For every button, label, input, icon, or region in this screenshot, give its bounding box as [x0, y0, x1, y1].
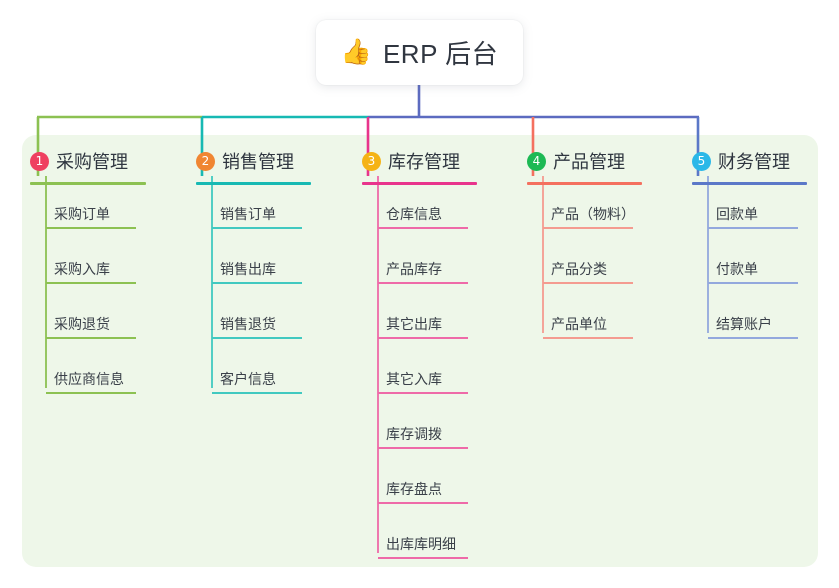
branch-item-underline [378, 392, 468, 394]
branch-item-label: 仓库信息 [386, 206, 442, 222]
branch-item-label: 付款单 [716, 261, 758, 277]
branch-item[interactable]: 库存调拨 [362, 405, 477, 460]
branch-item-label: 其它入库 [386, 371, 442, 387]
branch-item[interactable]: 产品分类 [527, 240, 642, 295]
branch-item[interactable]: 产品单位 [527, 295, 642, 350]
branch-item-underline [378, 337, 468, 339]
branch-header-underline [692, 182, 807, 185]
branch-item-underline [212, 392, 302, 394]
branch-item-label: 出库库明细 [386, 536, 456, 552]
branch-item-underline [46, 282, 136, 284]
branch-item-underline [378, 227, 468, 229]
branch-item-label: 供应商信息 [54, 371, 124, 387]
branch-item-underline [378, 502, 468, 504]
branch-header-underline [527, 182, 642, 185]
branch-item-list: 销售订单销售出库销售退货客户信息 [196, 185, 311, 405]
branch-item-list: 回款单付款单结算账户 [692, 185, 807, 350]
branch-item-underline [212, 337, 302, 339]
branch-title: 财务管理 [718, 152, 790, 172]
branch-number-badge: 5 [692, 151, 711, 171]
branch-item-label: 采购订单 [54, 206, 110, 222]
branch-item[interactable]: 供应商信息 [30, 350, 146, 405]
branch-item-label: 库存盘点 [386, 481, 442, 497]
branch-item[interactable]: 回款单 [692, 185, 807, 240]
root-node-content: 👍 ERP 后台 [341, 34, 498, 71]
branch-header-underline [196, 182, 311, 185]
branch-item-underline [708, 227, 798, 229]
branch-item[interactable]: 销售订单 [196, 185, 311, 240]
branch-item-label: 回款单 [716, 206, 758, 222]
branch-item-list: 采购订单采购入库采购退货供应商信息 [30, 185, 146, 405]
branch-item-label: 产品单位 [551, 316, 607, 332]
branch-item-underline [46, 337, 136, 339]
branch-column-5: 5 财务管理回款单付款单结算账户 [692, 148, 807, 350]
branch-item-label: 采购退货 [54, 316, 110, 332]
branch-item-underline [708, 337, 798, 339]
branch-number-badge: 1 [30, 151, 49, 171]
branch-column-4: 4 产品管理产品（物料） 产品分类产品单位 [527, 148, 642, 350]
branch-title: 采购管理 [56, 152, 128, 172]
branch-header-3[interactable]: 3 库存管理 [362, 148, 477, 174]
branch-number-badge: 2 [196, 151, 215, 171]
branch-item[interactable]: 其它出库 [362, 295, 477, 350]
branch-item-label: 其它出库 [386, 316, 442, 332]
branch-item-list: 产品（物料） 产品分类产品单位 [527, 185, 642, 350]
branch-column-1: 1 采购管理采购订单采购入库采购退货供应商信息 [30, 148, 146, 405]
branch-item-label: 产品库存 [386, 261, 442, 277]
branch-item-label: 销售订单 [220, 206, 276, 222]
branch-item[interactable]: 仓库信息 [362, 185, 477, 240]
branch-header-2[interactable]: 2 销售管理 [196, 148, 311, 174]
branch-item[interactable]: 库存盘点 [362, 460, 477, 515]
branch-header-5[interactable]: 5 财务管理 [692, 148, 807, 174]
branch-item[interactable]: 产品（物料） [527, 185, 642, 240]
branch-item[interactable]: 采购退货 [30, 295, 146, 350]
branch-item[interactable]: 采购订单 [30, 185, 146, 240]
branch-item-underline [212, 282, 302, 284]
branch-item-underline [543, 282, 633, 284]
branch-item[interactable]: 结算账户 [692, 295, 807, 350]
branch-item-label: 采购入库 [54, 261, 110, 277]
branch-item-underline [378, 557, 468, 559]
branch-item[interactable]: 付款单 [692, 240, 807, 295]
branch-item-underline [708, 282, 798, 284]
branch-item[interactable]: 采购入库 [30, 240, 146, 295]
branch-item[interactable]: 产品库存 [362, 240, 477, 295]
branch-number-badge: 4 [527, 151, 546, 171]
branch-item-label: 销售退货 [220, 316, 276, 332]
branch-header-4[interactable]: 4 产品管理 [527, 148, 642, 174]
branch-item-label: 销售出库 [220, 261, 276, 277]
branch-column-2: 2 销售管理销售订单销售出库销售退货客户信息 [196, 148, 311, 405]
branch-item[interactable]: 客户信息 [196, 350, 311, 405]
branch-header-underline [362, 182, 477, 185]
branch-title: 库存管理 [388, 152, 460, 172]
branch-title: 产品管理 [553, 152, 625, 172]
branch-header-1[interactable]: 1 采购管理 [30, 148, 146, 174]
branch-item[interactable]: 销售出库 [196, 240, 311, 295]
branch-item-label: 产品分类 [551, 261, 607, 277]
branch-item[interactable]: 销售退货 [196, 295, 311, 350]
branch-column-3: 3 库存管理仓库信息产品库存其它出库其它入库库存调拨库存盘点出库库明细 [362, 148, 477, 570]
root-node[interactable]: 👍 ERP 后台 [316, 20, 523, 85]
branch-header-underline [30, 182, 146, 185]
branch-item-underline [378, 447, 468, 449]
branch-item-label: 库存调拨 [386, 426, 442, 442]
branch-item-underline [378, 282, 468, 284]
branch-item-underline [543, 227, 633, 229]
branch-item-underline [212, 227, 302, 229]
branch-item-label: 产品（物料） [551, 206, 635, 222]
branch-item[interactable]: 其它入库 [362, 350, 477, 405]
branch-item-underline [543, 337, 633, 339]
branch-item-label: 客户信息 [220, 371, 276, 387]
branch-item-list: 仓库信息产品库存其它出库其它入库库存调拨库存盘点出库库明细 [362, 185, 477, 570]
branch-item[interactable]: 出库库明细 [362, 515, 477, 570]
root-node-title: ERP 后台 [382, 39, 499, 69]
branch-item-underline [46, 392, 136, 394]
branch-number-badge: 3 [362, 151, 381, 171]
branch-title: 销售管理 [222, 152, 294, 172]
branch-item-label: 结算账户 [716, 316, 772, 332]
thumbs-up-emoji: 👍 [340, 38, 372, 66]
branches-panel [22, 135, 818, 567]
branch-item-underline [46, 227, 136, 229]
